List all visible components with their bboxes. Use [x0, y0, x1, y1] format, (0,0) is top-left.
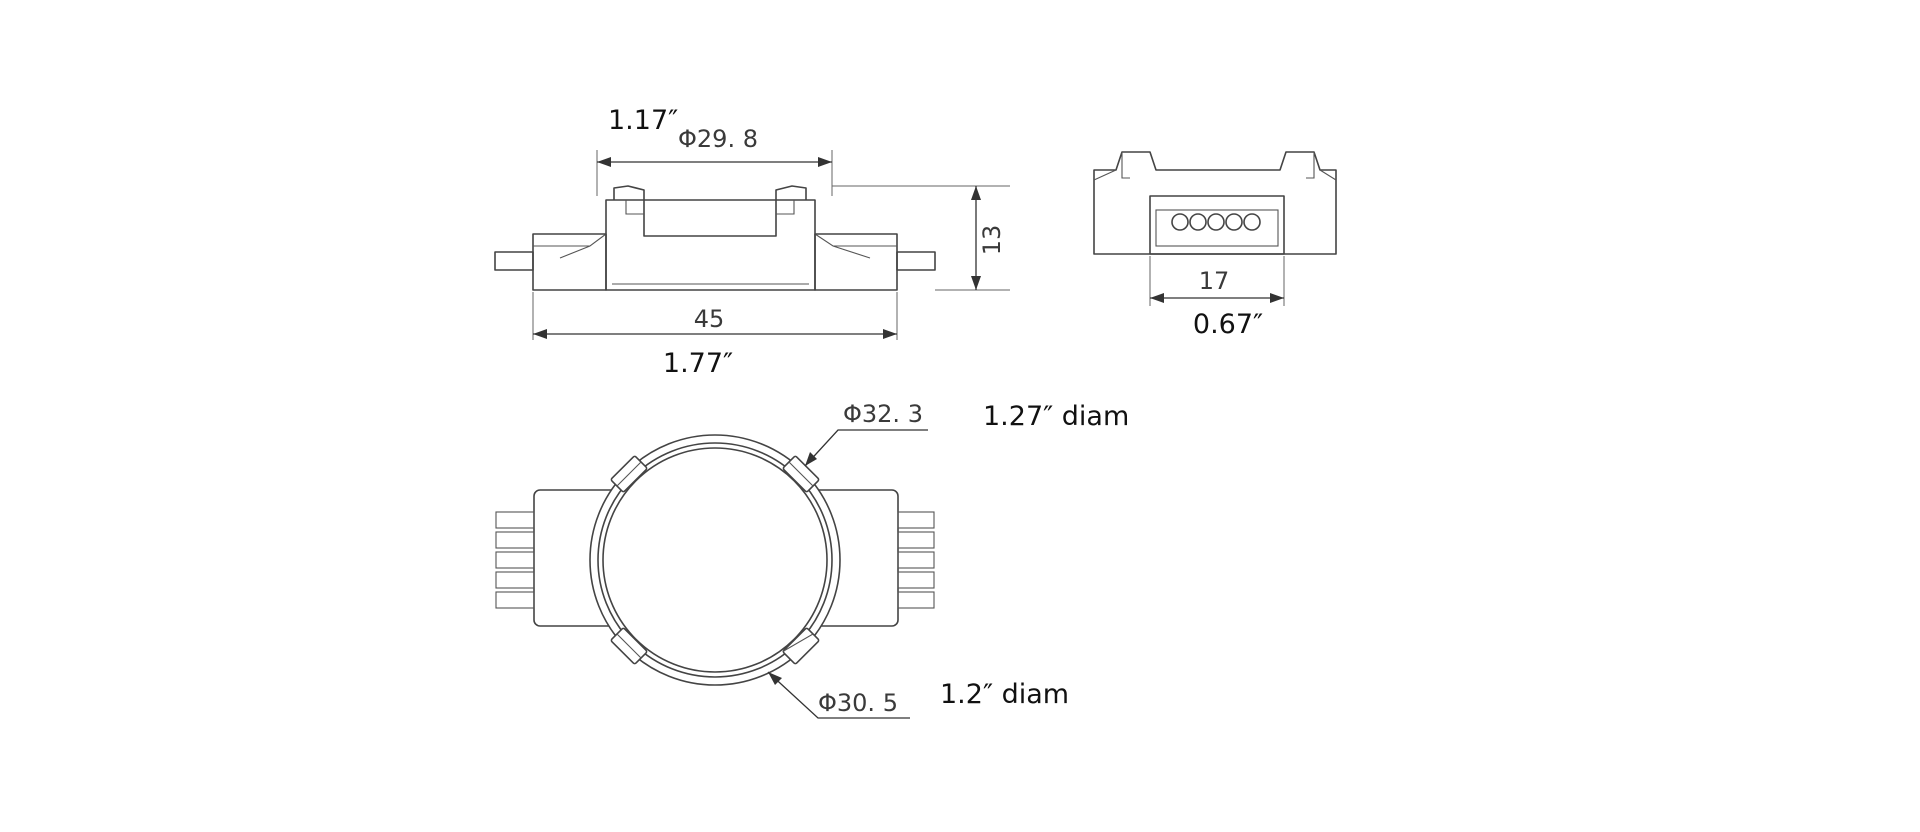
end-view-connector [1149, 195, 1285, 255]
middle-ring [597, 442, 833, 678]
clip-top-right [782, 455, 820, 493]
end-view-contact-pins [1171, 213, 1261, 231]
outer-diameter-leader [804, 429, 928, 467]
top-view: Φ32. 3 1.27″ diam Φ30. 5 1.2″ diam [495, 400, 1129, 719]
outer-ring [589, 434, 841, 686]
end-view-housing [1093, 151, 1337, 255]
clip-bottom-right [782, 627, 820, 665]
side-diameter-mm: Φ29. 8 [678, 125, 758, 153]
side-height-mm: 13 [978, 225, 1006, 256]
clip-top-left [610, 455, 648, 493]
top-outer-diameter-inch: 1.27″ diam [983, 401, 1129, 432]
side-diameter-inch: 1.17″ [608, 105, 678, 136]
end-view: 17 0.67″ [1093, 151, 1337, 340]
top-outer-diameter-mm: Φ32. 3 [843, 400, 923, 428]
side-view: Φ29. 8 1.17″ 13 45 1.77″ [494, 105, 1010, 379]
clip-bottom-left [610, 627, 648, 665]
side-view-right-pin [896, 251, 936, 271]
side-view-body [605, 199, 816, 291]
top-view-right-pins [897, 511, 935, 609]
side-view-left-pin [494, 251, 534, 271]
inner-ring [602, 447, 828, 673]
end-width-inch: 0.67″ [1193, 309, 1263, 340]
side-length-inch: 1.77″ [663, 348, 733, 379]
top-inner-diameter-inch: 1.2″ diam [940, 679, 1069, 710]
end-width-mm: 17 [1199, 267, 1230, 295]
inner-diameter-leader [767, 671, 910, 719]
top-view-left-pins [495, 511, 535, 609]
top-inner-diameter-mm: Φ30. 5 [818, 689, 898, 717]
side-view-left-clip [613, 185, 645, 200]
side-length-mm: 45 [694, 305, 725, 333]
side-view-right-clip [775, 185, 807, 200]
